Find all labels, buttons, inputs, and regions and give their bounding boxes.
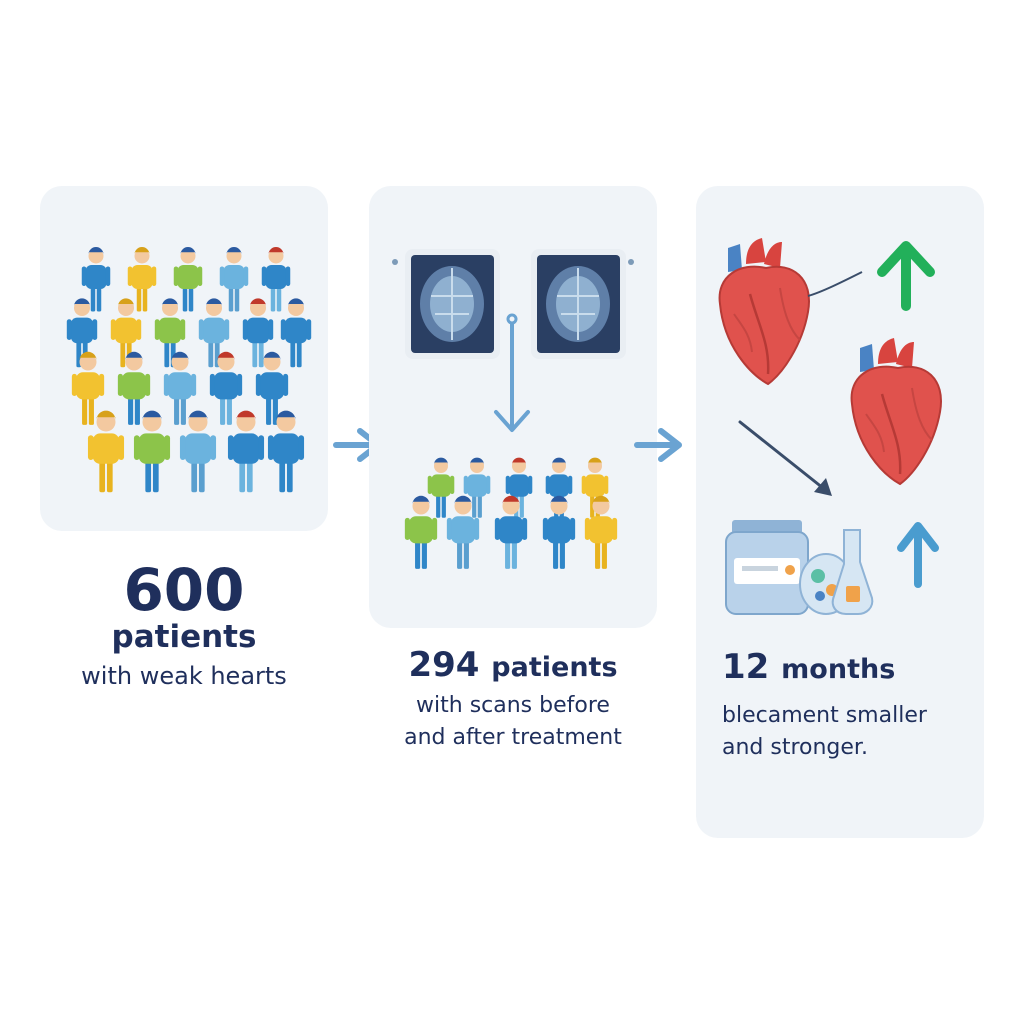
step-1-panel	[40, 186, 328, 531]
person-figure	[505, 457, 533, 518]
person-figure	[427, 457, 455, 518]
step-1-number: 600	[123, 556, 245, 624]
step-2-unit: patients	[491, 652, 618, 683]
person-figure	[81, 247, 111, 312]
person-figure	[255, 351, 289, 425]
step-2-description-line-1: with scans before	[416, 693, 610, 718]
person-figure	[242, 298, 274, 368]
up-arrow-icon	[897, 522, 939, 588]
person-figure	[227, 410, 265, 493]
step-3-description-line-2: and stronger.	[722, 735, 868, 760]
person-figure	[209, 351, 243, 425]
up-arrow-icon	[877, 241, 935, 311]
person-figure	[463, 457, 491, 518]
person-figure	[127, 247, 157, 312]
step-3-heading: 12 months	[722, 645, 895, 692]
step-2-panel	[369, 186, 657, 628]
step-3-panel	[696, 186, 984, 838]
step-1-unit: patients	[111, 619, 257, 655]
anatomical-heart-icon	[850, 336, 943, 486]
medicine-bottle-icon	[725, 520, 874, 615]
person-figure	[267, 410, 305, 493]
person-figure	[542, 495, 576, 569]
person-figure	[404, 495, 438, 569]
down-arrow-icon	[494, 313, 530, 432]
person-figure	[173, 247, 203, 312]
person-figure	[154, 298, 186, 368]
person-figure	[280, 298, 312, 368]
person-figure	[198, 298, 230, 368]
step-2-number: 294	[408, 645, 480, 685]
brain-scan-icon	[392, 249, 500, 359]
person-figure	[71, 351, 105, 425]
person-figure	[133, 410, 171, 493]
people-crowd-icon	[404, 457, 618, 569]
step-2-description-line-2: and after treatment	[404, 725, 622, 750]
person-figure	[219, 247, 249, 312]
person-figure	[163, 351, 197, 425]
step-3-unit: months	[781, 654, 896, 685]
step-3-number: 12	[722, 647, 770, 687]
step-3-description: blecament smaller and stronger.	[722, 700, 972, 764]
person-figure	[87, 410, 125, 493]
diagonal-arrow-icon	[738, 420, 832, 496]
anatomical-heart-icon	[718, 236, 811, 386]
brain-scan-icon	[531, 249, 634, 359]
person-figure	[179, 410, 217, 493]
person-figure	[261, 247, 291, 312]
person-figure	[584, 495, 618, 569]
step-2-heading: 294 patients	[360, 643, 666, 690]
people-crowd-icon	[66, 247, 312, 493]
step-2-description: with scans before and after treatment	[360, 690, 666, 754]
step-1-description: with weak hearts	[81, 662, 287, 690]
person-figure	[117, 351, 151, 425]
person-figure	[494, 495, 528, 569]
right-arrow-icon	[634, 428, 682, 462]
step-3-description-line-1: blecament smaller	[722, 703, 927, 728]
person-figure	[446, 495, 480, 569]
